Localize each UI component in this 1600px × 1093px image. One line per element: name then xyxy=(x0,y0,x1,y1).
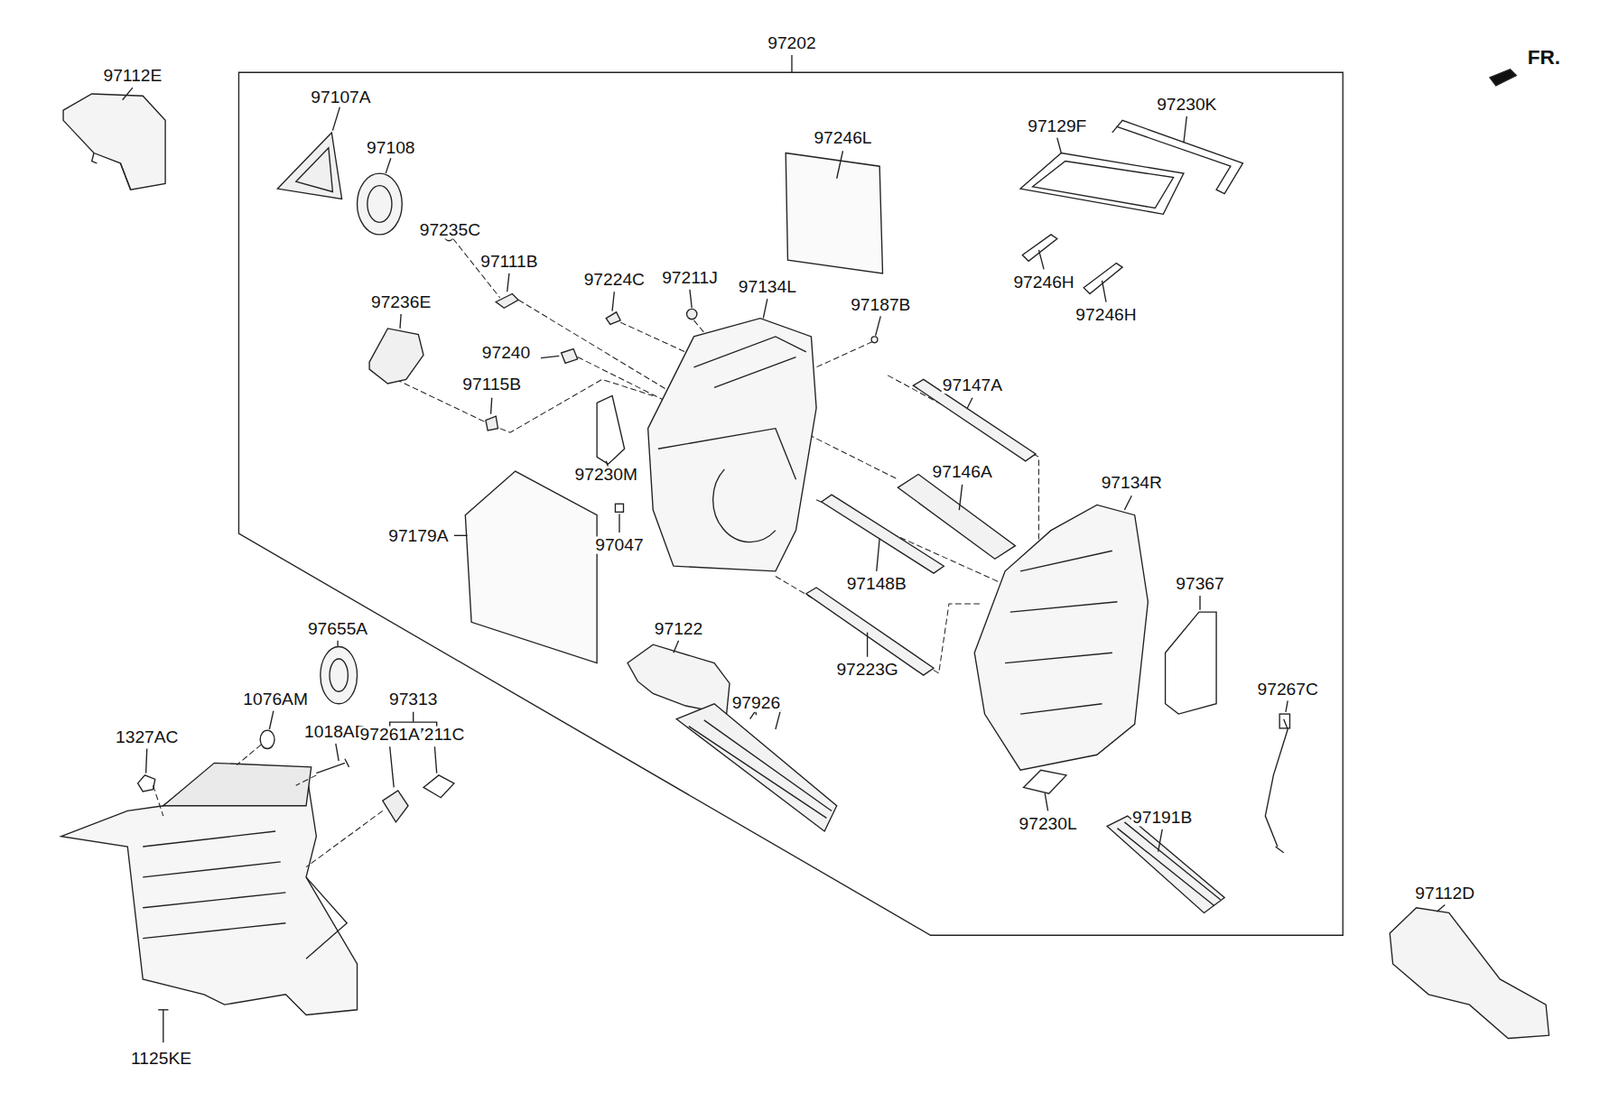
callout-number: 97223G xyxy=(835,660,900,679)
callout-number: 97313 xyxy=(388,690,439,708)
callout-number: 1327AC xyxy=(114,728,180,746)
callout-number: 97107A xyxy=(309,88,373,106)
callout-number: 97267C xyxy=(1255,680,1320,698)
callout-number: 97230M xyxy=(573,465,639,484)
callout-number: 97261A xyxy=(358,726,421,745)
callout-number: 97122 xyxy=(653,620,705,638)
direction-label: FR. xyxy=(1526,46,1563,68)
callout-number: 97147A xyxy=(941,376,1005,394)
callout-number: 1125KE xyxy=(130,1050,193,1068)
callout-number: 97230L xyxy=(1017,815,1078,833)
callout-number: 97112D xyxy=(1413,884,1476,903)
callout-number: 97179A xyxy=(387,527,450,545)
callout-number: 97187B xyxy=(849,296,912,314)
callout-number: 97047 xyxy=(594,536,645,554)
callout-number: 97148B xyxy=(845,575,908,593)
callout-number: 97235C xyxy=(418,221,483,239)
callout-number: 97926 xyxy=(731,695,782,713)
callout-number: 97134L xyxy=(737,279,798,297)
callout-number: 97236E xyxy=(370,293,433,311)
callout-number: 97211J xyxy=(660,269,719,287)
callout-number: 97115B xyxy=(461,375,522,393)
callout-number: 1076AM xyxy=(241,690,309,708)
callout-number: 97202 xyxy=(766,34,818,52)
callout-number: 97246H xyxy=(1074,306,1138,324)
callout-number: 97146A xyxy=(930,463,994,481)
callout-number: 97112E xyxy=(102,67,163,85)
callout-number: 97230K xyxy=(1155,95,1219,113)
callout-number: 97224C xyxy=(583,271,647,289)
callout-number: 97129F xyxy=(1026,117,1088,135)
callout-number: 97655A xyxy=(306,620,370,638)
callout-number: 97111B xyxy=(479,252,540,270)
callout-number: 97108 xyxy=(365,139,417,157)
callout-number: 97134R xyxy=(1099,474,1163,492)
callout-number: 97191B xyxy=(1131,809,1194,827)
callout-number: 97246L xyxy=(812,130,873,148)
callout-number: 97240 xyxy=(481,344,532,362)
callout-number: 97367 xyxy=(1174,575,1226,593)
callout-number: 97246H xyxy=(1012,273,1076,291)
